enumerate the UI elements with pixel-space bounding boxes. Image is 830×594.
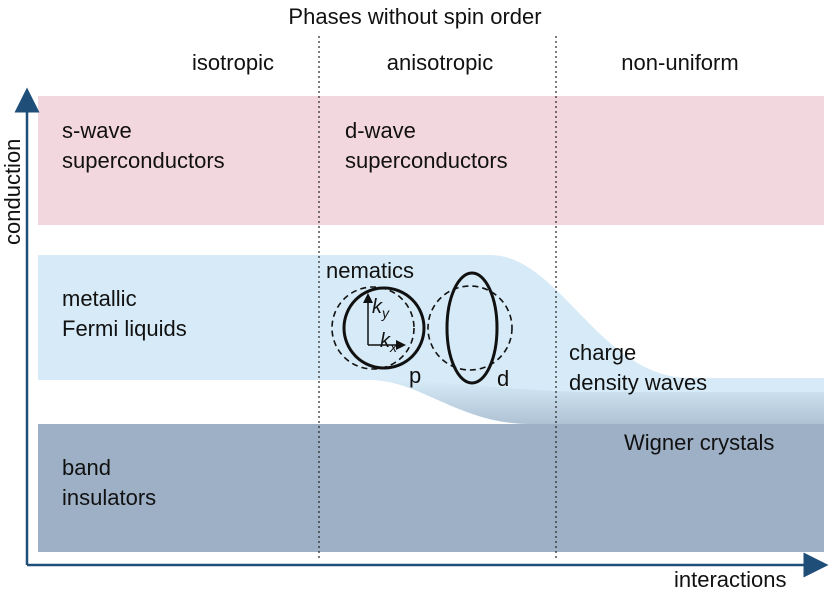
p-label: p [409,363,422,388]
column-isotropic: isotropic [192,50,274,75]
ky-label: ky [372,296,389,321]
d-wave-label: d-wave superconductors [345,118,508,173]
d-nematic-fermi-surface [427,271,513,385]
charge-density-waves-label: charge density waves [569,340,708,395]
wigner-crystals-label: Wigner crystals [624,430,775,455]
p-nematic-fermi-surface [331,286,426,370]
insulator-band [38,424,824,552]
x-axis-label: interactions [674,567,787,592]
band-insulators-label: band insulators [62,455,157,510]
diagram-title: Phases without spin order [288,4,542,29]
column-non-uniform: non-uniform [621,50,739,75]
superconductor-band [38,96,824,225]
nematics-label: nematics [326,258,415,283]
metal-band [38,255,824,424]
metal-insulator-transition [370,380,824,424]
d-label: d [497,366,510,391]
kx-label: kx [380,330,397,355]
metallic-fermi-liquids-label: metallic Fermi liquids [62,286,187,341]
column-anisotropic: anisotropic [386,50,494,75]
y-axis-label: conduction [0,138,25,245]
s-wave-label: s-wave superconductors [62,118,225,173]
